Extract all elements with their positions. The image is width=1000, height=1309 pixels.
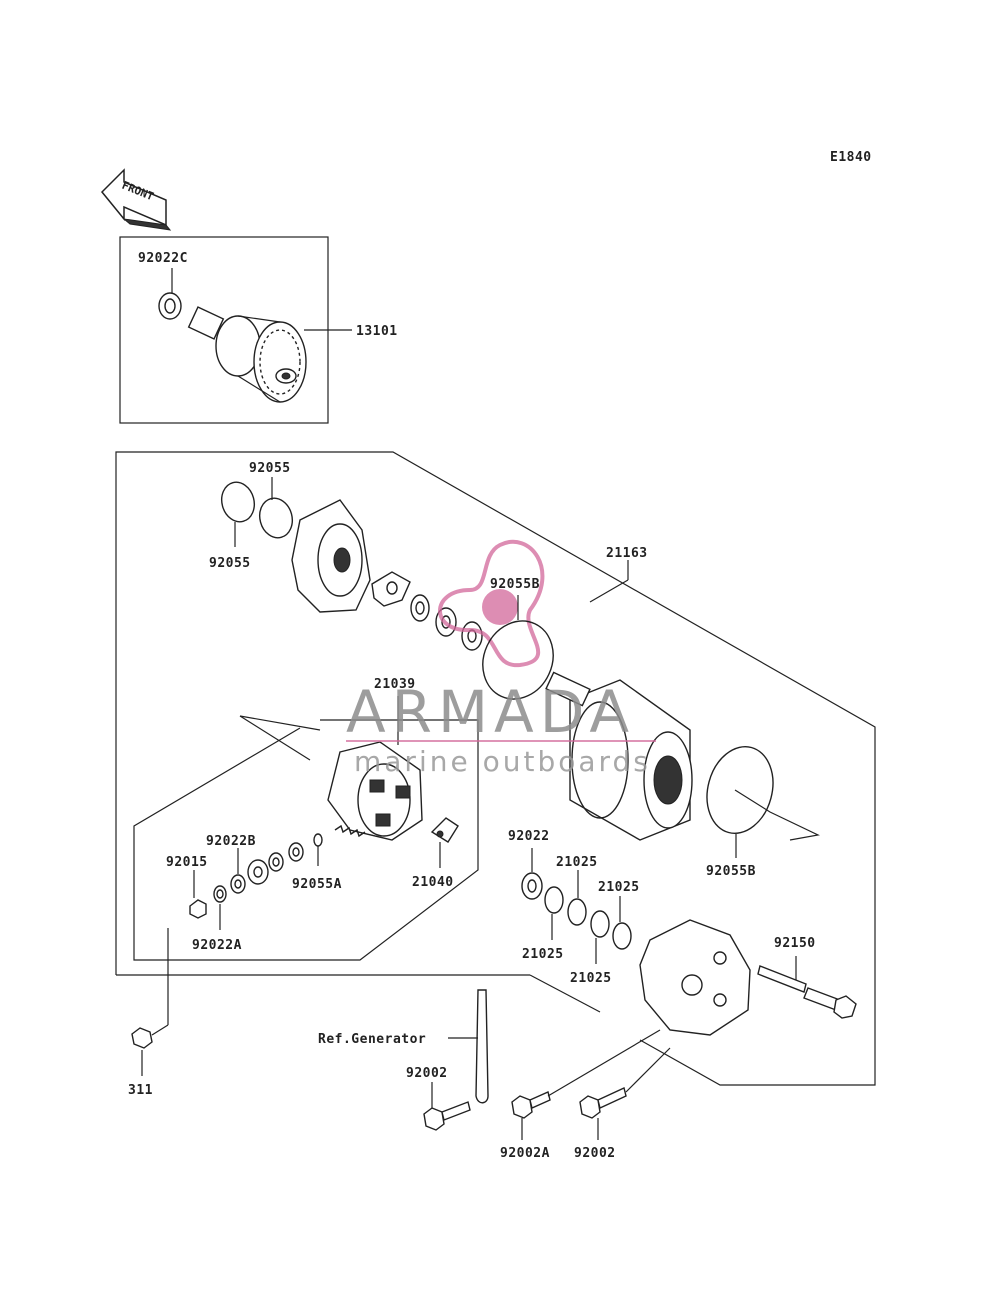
watermark-tagline: marine outboards [354, 745, 651, 778]
clip-21040 [430, 817, 459, 843]
starter-assembly-outline [115, 451, 876, 1086]
brush-holder-outline [133, 719, 479, 961]
label-92022a: 92022A [192, 938, 242, 953]
armada-logo-icon [438, 539, 545, 668]
label-92055b-bottom: 92055B [706, 864, 756, 879]
label-21039: 21039 [374, 677, 416, 692]
label-92002a: 92002A [500, 1146, 550, 1161]
brush-spring [334, 824, 366, 838]
o-ring-92055-b [259, 497, 293, 539]
label-92055b-top: 92055B [490, 577, 540, 592]
label-21163: 21163 [606, 546, 648, 561]
label-92022: 92022 [508, 829, 550, 844]
washer-92022 [521, 872, 543, 900]
motor-yoke [545, 671, 693, 841]
label-21025-c: 21025 [522, 947, 564, 962]
label-92055-top: 92055 [249, 461, 291, 476]
front-arrow-icon: FRONT [100, 168, 172, 231]
generator-wire [475, 989, 489, 1104]
diagram-code: E1840 [830, 150, 872, 165]
nut-311 [131, 1027, 153, 1049]
label-311: 311 [128, 1083, 153, 1098]
watermark-brand: ARMADA [346, 678, 635, 746]
label-92002-left: 92002 [406, 1066, 448, 1081]
label-92055a: 92055A [292, 877, 342, 892]
o-ring-92055-a [221, 481, 255, 523]
washer-stack-92022b [189, 833, 323, 919]
o-ring-92055b-top [482, 620, 554, 700]
washer-stack-front [410, 594, 483, 651]
label-13101: 13101 [356, 324, 398, 339]
rear-cover [639, 919, 751, 1036]
shims-21025 [544, 886, 632, 950]
label-92022c: 92022C [138, 251, 188, 266]
label-21040: 21040 [412, 875, 454, 890]
o-ring-92055b-bottom [706, 745, 774, 835]
label-92150: 92150 [774, 936, 816, 951]
bolt-92002-left [423, 1101, 471, 1131]
brush-holder-21039 [327, 741, 423, 841]
bolt-92002a [511, 1091, 551, 1119]
washer-92022c [158, 292, 182, 320]
bolt-92002-right [579, 1087, 627, 1119]
label-ref-generator: Ref.Generator [318, 1032, 426, 1047]
label-21025-d: 21025 [570, 971, 612, 986]
through-bolt-92150 [757, 965, 857, 1019]
front-cover [291, 499, 371, 613]
label-92022b: 92022B [206, 834, 256, 849]
retainer-plate [371, 571, 411, 607]
label-92015: 92015 [166, 855, 208, 870]
label-92055-bottom: 92055 [209, 556, 251, 571]
starter-drive-13101 [187, 306, 307, 403]
label-92002-right: 92002 [574, 1146, 616, 1161]
label-21025-a: 21025 [556, 855, 598, 870]
label-21025-b: 21025 [598, 880, 640, 895]
